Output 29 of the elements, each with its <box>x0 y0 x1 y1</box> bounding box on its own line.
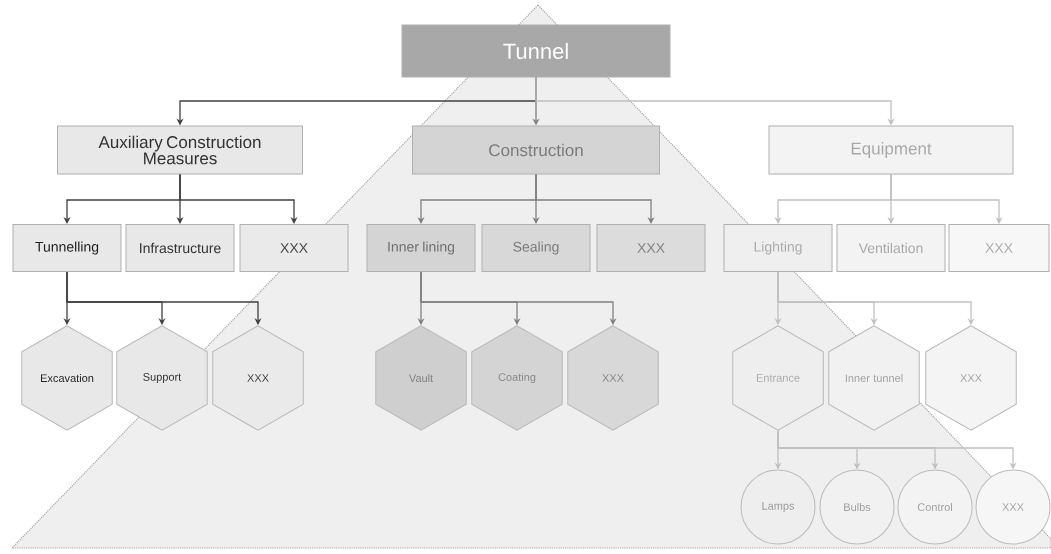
circle-node: XXX <box>975 469 1051 545</box>
title-box: Tunnel <box>401 24 671 78</box>
arrow <box>535 173 655 224</box>
circle-node: Bulbs <box>819 469 895 545</box>
subcategory-box: Inner lining <box>366 224 476 272</box>
subcategory-box: Ventilation <box>836 224 946 272</box>
hexagon-node: Coating <box>471 325 563 431</box>
hexagon-node: XXX <box>925 325 1017 431</box>
subcategory-box: Tunnelling <box>12 224 122 272</box>
subcategory-box: XXX <box>596 224 706 272</box>
circle-node: Control <box>897 469 973 545</box>
circle-node: Lamps <box>740 469 816 545</box>
category-box: Equipment <box>768 125 1014 175</box>
arrow <box>179 173 298 224</box>
subcategory-box: XXX <box>948 224 1050 272</box>
hexagon-node: Entrance <box>732 325 824 431</box>
hexagon-node: Inner tunnel <box>828 325 920 431</box>
subcategory-box: Sealing <box>481 224 591 272</box>
hexagon-node: Excavation <box>21 325 113 431</box>
arrow <box>890 173 1003 224</box>
category-box: Auxiliary Construction Measures <box>57 125 303 175</box>
subcategory-box: XXX <box>239 224 349 272</box>
hexagon-node: XXX <box>567 325 659 431</box>
category-box: Construction <box>412 125 660 175</box>
hexagon-node: XXX <box>212 325 304 431</box>
hexagon-node: Vault <box>375 325 467 431</box>
hexagon-node: Support <box>116 325 208 431</box>
subcategory-box: Infrastructure <box>125 224 235 272</box>
subcategory-box: Lighting <box>723 224 833 272</box>
